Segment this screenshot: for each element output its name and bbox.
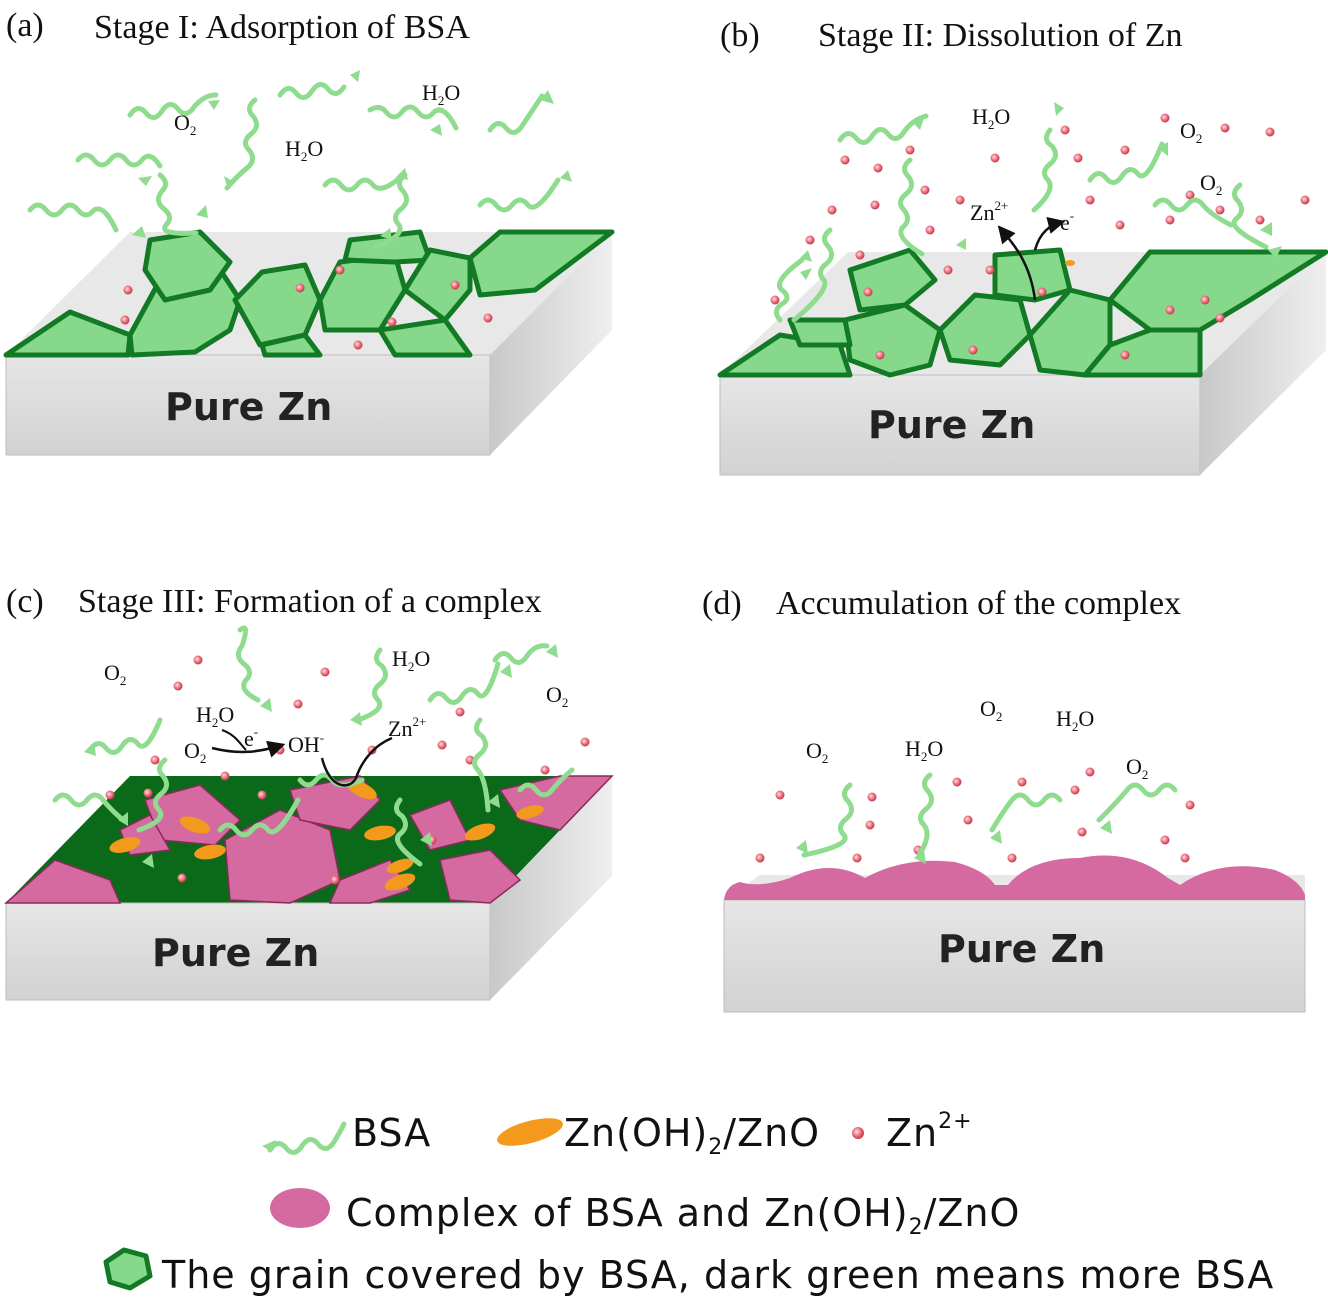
zn-ions-a bbox=[120, 265, 493, 350]
block-right bbox=[490, 776, 612, 1000]
molecule-o2: O2 bbox=[1180, 118, 1202, 146]
molecule-h2o: H2O bbox=[285, 136, 323, 164]
molecule-o2: O2 bbox=[1200, 170, 1222, 198]
block-right bbox=[1200, 252, 1326, 475]
legend-item-znoh: Zn(OH)2/ZnO bbox=[497, 1111, 820, 1160]
hydroxide-label: OH- bbox=[288, 730, 324, 757]
bsa-molecules-d bbox=[801, 772, 1178, 858]
bsa-arrowhead-icon bbox=[262, 1140, 276, 1152]
legend-item-bsa: BSA bbox=[262, 1111, 431, 1155]
zn-ions-d bbox=[755, 767, 1195, 863]
molecule-o2: O2 bbox=[1126, 754, 1148, 782]
panel-c: (c) Stage III: Formation of a complex Pu… bbox=[4, 583, 614, 1001]
electron-label: e- bbox=[1060, 208, 1074, 235]
legend-label-grain: The grain covered by BSA, dark green mea… bbox=[161, 1253, 1274, 1297]
complex-icon bbox=[270, 1188, 330, 1228]
legend-item-grain: The grain covered by BSA, dark green mea… bbox=[103, 1247, 1274, 1297]
molecule-h2o: H2O bbox=[972, 104, 1010, 132]
legend-item-complex: Complex of BSA and Zn(OH)2/ZnO bbox=[270, 1188, 1020, 1240]
zn-ion-label: Zn2+ bbox=[970, 198, 1008, 225]
zn-ion-icon bbox=[852, 1127, 864, 1139]
molecule-o2: O2 bbox=[104, 660, 126, 688]
electron-label: e- bbox=[244, 724, 258, 751]
block-label: Pure Zn bbox=[165, 385, 332, 429]
block-label: Pure Zn bbox=[152, 931, 319, 975]
molecule-o2: O2 bbox=[980, 696, 1002, 724]
complexation-arrow bbox=[320, 736, 393, 787]
molecule-o2: O2 bbox=[546, 682, 568, 710]
electron-arrow bbox=[1033, 216, 1066, 251]
legend-label-zn-ion: Zn2+ bbox=[886, 1109, 973, 1155]
bsa-icon bbox=[267, 1121, 347, 1155]
legend-label-znoh: Zn(OH)2/ZnO bbox=[564, 1111, 820, 1160]
bsa-molecules-c bbox=[52, 625, 575, 867]
complex-layer-d bbox=[724, 855, 1305, 900]
panel-d-title: Accumulation of the complex bbox=[776, 585, 1181, 622]
legend: BSA Zn(OH)2/ZnO Zn2+ Complex of BSA and … bbox=[103, 1109, 1274, 1297]
molecule-h2o: H2O bbox=[1056, 706, 1094, 734]
molecule-o2: O2 bbox=[184, 738, 206, 766]
znoh-particle bbox=[1065, 260, 1075, 266]
molecule-h2o: H2O bbox=[422, 80, 460, 108]
bsa-molecules-b bbox=[774, 113, 1269, 323]
panel-b: (b) Stage II: Dissolution of Zn Pure Zn bbox=[717, 17, 1328, 476]
panel-c-title: Stage III: Formation of a complex bbox=[78, 583, 542, 620]
panel-b-letter: (b) bbox=[720, 17, 760, 54]
znoh-particles-c bbox=[109, 780, 544, 891]
znoh-particle-icon bbox=[497, 1118, 563, 1146]
bsa-heads-a bbox=[132, 70, 572, 240]
molecule-h2o: H2O bbox=[392, 646, 430, 674]
bsa-heads-b bbox=[800, 102, 1282, 280]
zn-ions-b bbox=[770, 113, 1310, 360]
legend-label-bsa: BSA bbox=[352, 1111, 431, 1155]
legend-item-zn-ion: Zn2+ bbox=[852, 1109, 973, 1155]
panel-d: (d) Accumulation of the complex Pure Zn bbox=[702, 585, 1306, 1013]
bsa-heads-c bbox=[84, 644, 558, 868]
molecule-h2o: H2O bbox=[196, 702, 234, 730]
zn-ion-label: Zn2+ bbox=[388, 714, 426, 741]
block-right bbox=[490, 232, 612, 455]
legend-label-complex: Complex of BSA and Zn(OH)2/ZnO bbox=[346, 1191, 1020, 1240]
molecule-o2: O2 bbox=[174, 110, 196, 138]
electron-arrow bbox=[221, 729, 247, 751]
molecule-h2o: H2O bbox=[905, 736, 943, 764]
bsa-heads-d bbox=[796, 820, 1112, 864]
dissolution-arrow bbox=[997, 225, 1037, 301]
block-label: Pure Zn bbox=[868, 403, 1035, 447]
molecule-o2: O2 bbox=[806, 738, 828, 766]
panel-a-title: Stage I: Adsorption of BSA bbox=[94, 9, 470, 46]
block-label: Pure Zn bbox=[938, 927, 1105, 971]
grain-icon bbox=[103, 1247, 153, 1291]
panel-c-letter: (c) bbox=[6, 583, 44, 620]
panel-a: (a) Stage I: Adsorption of BSA Pure Zn bbox=[3, 7, 615, 456]
panel-b-title: Stage II: Dissolution of Zn bbox=[818, 17, 1183, 54]
bsa-molecules-a bbox=[27, 82, 561, 250]
panel-d-letter: (d) bbox=[702, 585, 742, 622]
panel-a-letter: (a) bbox=[6, 7, 44, 44]
reduction-arrow bbox=[211, 740, 286, 758]
